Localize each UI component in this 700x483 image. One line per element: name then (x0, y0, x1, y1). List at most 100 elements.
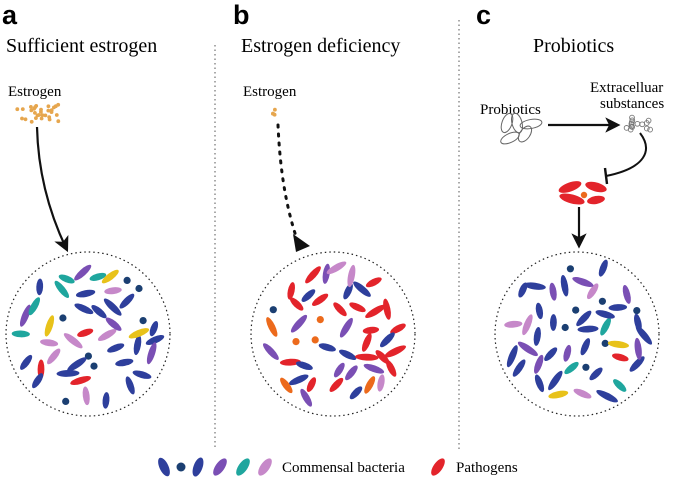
pathogen-cell (306, 377, 317, 392)
pathogen-cell (280, 377, 293, 394)
pathogen-cell (355, 353, 379, 361)
pathogen-cell (375, 350, 390, 365)
commensal-cell (573, 388, 592, 399)
commensal-cell (512, 359, 526, 377)
estrogen-molecule (56, 102, 61, 107)
coccus-cell (135, 284, 143, 293)
commensal-cell (564, 361, 579, 375)
panel-c: c Probiotics Probiotics Extracelluar sub… (476, 0, 664, 417)
estrogen-cluster-b (271, 107, 277, 117)
substance-particle (634, 120, 641, 127)
commensal-cell (577, 325, 599, 333)
legend: Commensal bacteria Pathogens (158, 457, 518, 477)
panel-a: a Sufficient estrogen Estrogen (2, 0, 171, 417)
substance-particle (629, 117, 636, 124)
estrogen-molecule (49, 110, 54, 114)
pathogen-cell (365, 304, 386, 319)
coccus-cell (601, 339, 609, 347)
coccus-cell (561, 323, 569, 332)
commensal-cell (102, 392, 110, 409)
commensal-cell (326, 261, 347, 275)
commensal-cell (363, 363, 385, 374)
commensal-cell (586, 283, 599, 300)
commensal-cell (634, 337, 642, 360)
panel-b: b Estrogen deficiency Estrogen (233, 0, 416, 417)
commensal-cell (56, 369, 80, 377)
estrogen-arrowhead-b (293, 234, 310, 252)
commensal-cell (300, 388, 313, 407)
pathogen-cell (364, 376, 376, 394)
legend-navy-rod-2 (192, 457, 204, 477)
commensal-cell (97, 328, 117, 342)
commensal-cell (517, 341, 538, 357)
commensal-cell (353, 281, 371, 297)
commensal-cell (119, 293, 135, 309)
gut-community-b (250, 251, 416, 417)
bacteria-a (11, 264, 165, 409)
commensal-cell (101, 269, 119, 284)
commensal-cell (74, 264, 92, 281)
extracellular-substance-cluster (623, 114, 653, 133)
commensal-cell (67, 357, 87, 372)
estrogen-molecule (46, 108, 51, 113)
commensal-cell (548, 370, 563, 391)
coccus-cell (598, 297, 607, 305)
commensal-cell (58, 274, 75, 284)
coccus-cell (123, 276, 131, 284)
panel-a-letter: a (2, 0, 18, 30)
commensal-cell (105, 317, 122, 331)
substance-particle (628, 120, 635, 127)
pathogen-cell (279, 358, 301, 366)
extracellular-label-line2: substances (600, 96, 664, 112)
panel-b-title: Estrogen deficiency (241, 35, 400, 57)
commensal-cell (596, 389, 618, 403)
legend-commensal-label: Commensal bacteria (282, 460, 405, 476)
bacteria-b (262, 261, 407, 407)
commensal-cell (549, 282, 557, 301)
pathogen-cell (333, 302, 347, 317)
pathogen-cell (386, 360, 397, 377)
commensal-cell (339, 317, 353, 338)
commensal-cell (128, 328, 150, 339)
commensal-cell (522, 314, 533, 336)
pathogen-cell (70, 375, 91, 386)
estrogen-molecule (33, 111, 37, 115)
pathogen-cell (266, 317, 278, 337)
commensal-cell (91, 304, 107, 319)
panel-a-title: Sufficient estrogen (6, 35, 157, 57)
commensal-cell (548, 390, 569, 399)
substance-particle (645, 117, 652, 124)
commensal-cell (301, 289, 316, 302)
estrogen-molecule (273, 107, 277, 112)
commensal-cell (598, 259, 608, 277)
commensal-cell (89, 272, 107, 281)
estrogen-molecule (54, 113, 59, 117)
pathogen-cell (362, 326, 380, 334)
coccus-cell (84, 352, 92, 360)
estrogen-molecule (23, 117, 28, 122)
commensal-cell (613, 379, 627, 392)
coccus-cell (90, 362, 98, 370)
panel-b-estrogen-label: Estrogen (243, 84, 297, 100)
commensal-cell (563, 344, 572, 362)
commensal-cell (534, 354, 544, 374)
commensal-cell (54, 280, 70, 298)
commensal-cell (608, 304, 628, 311)
panel-c-letter: c (476, 0, 491, 30)
estrogen-arrow-a (35, 126, 69, 253)
coccus-cell (633, 307, 641, 315)
estrogen-molecule (47, 117, 52, 122)
legend-navy-rod (158, 457, 170, 477)
commensal-cell (40, 339, 59, 347)
pathogen-cell (390, 323, 406, 334)
commensal-cell (589, 367, 603, 381)
substance-particle (629, 114, 635, 121)
commensal-cell (104, 287, 122, 295)
coccus-cell (582, 363, 590, 371)
pathogen-cell (612, 353, 629, 362)
commensal-cell (107, 343, 125, 353)
legend-dot-cell (176, 462, 186, 472)
estrogen-dotted-arrow-b (276, 123, 302, 250)
commensal-cell (32, 373, 44, 389)
